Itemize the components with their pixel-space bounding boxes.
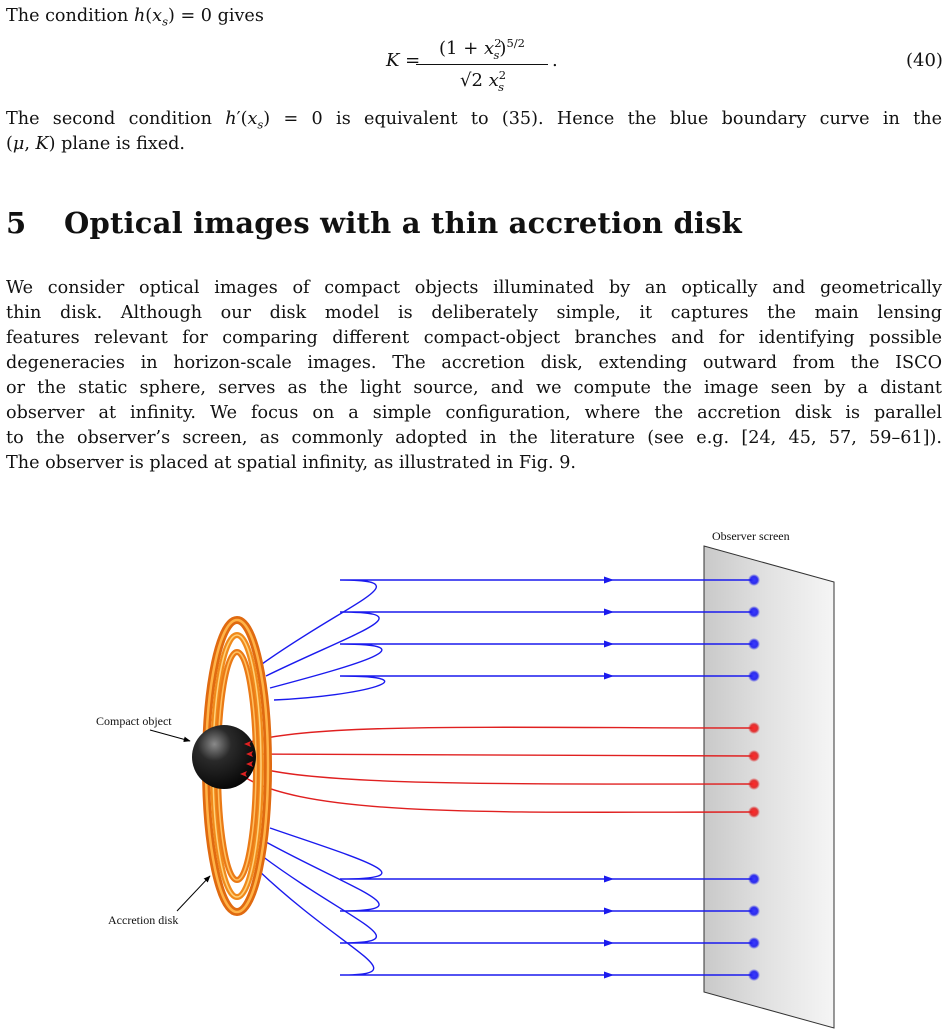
red-light-ray xyxy=(243,726,755,745)
figure-accretion-disk-setup: Observer screen Compact object Accretion… xyxy=(0,516,948,1032)
ray-arrowhead xyxy=(604,608,614,616)
equation-lhs: K = xyxy=(386,50,421,71)
equation-number: (40) xyxy=(906,50,943,71)
pointer-arrow-accretion-disk xyxy=(176,875,211,912)
blue-light-ray xyxy=(261,855,754,944)
red-ray-arrowhead xyxy=(246,761,253,767)
ray-arrowhead xyxy=(604,672,614,680)
inline-math: h′(xs) = 0 xyxy=(225,109,323,132)
body-line: features relevant for comparing differen… xyxy=(6,328,942,348)
text-run: The condition xyxy=(6,6,134,26)
equation-denominator: √2 x2s xyxy=(459,68,507,94)
section-number: 5 xyxy=(6,206,27,240)
text-run: gives xyxy=(212,6,264,26)
image-point-red xyxy=(748,722,760,734)
body-line: The observer is placed at spatial infini… xyxy=(6,453,577,473)
image-point-blue xyxy=(748,670,760,682)
ray-arrowhead xyxy=(604,939,614,947)
figure-canvas xyxy=(149,545,835,1029)
section-title: Optical images with a thin accretion dis… xyxy=(64,206,742,240)
equation-40: K = (1 + x2s)5/2 √2 x2s . (40) xyxy=(0,28,948,98)
text-run: The second condition xyxy=(6,109,226,129)
label-compact-object: Compact object xyxy=(96,714,172,728)
section-heading: 5 Optical images with a thin accretion di… xyxy=(6,206,742,240)
blue-light-ray xyxy=(269,827,754,880)
body-line: degeneracies in horizon-scale images. Th… xyxy=(6,353,942,373)
blue-light-ray xyxy=(265,841,754,912)
text-run: plane is fixed. xyxy=(55,134,186,154)
observer-screen xyxy=(703,545,835,1029)
text-run: is equivalent to (35). Hence the blue bo… xyxy=(322,109,942,129)
image-point-blue xyxy=(748,606,760,618)
red-ray-arrowhead xyxy=(244,741,251,747)
inline-math: h(xs) = 0 xyxy=(133,6,212,29)
image-point-blue xyxy=(748,905,760,917)
body-line: to the observer’s screen, as commonly ad… xyxy=(6,428,942,448)
fraction-bar xyxy=(416,64,548,65)
red-light-ray xyxy=(245,763,755,785)
body-line: thin disk. Although our disk model is de… xyxy=(6,303,942,323)
red-light-ray xyxy=(245,753,755,757)
paragraph-second-condition: The second condition h′(xs) = 0 is equiv… xyxy=(6,107,942,157)
blue-light-ray xyxy=(269,643,754,689)
image-point-red xyxy=(748,806,760,818)
compact-object-sphere xyxy=(192,725,256,789)
body-line: observer at infinity. We focus on a simp… xyxy=(6,403,942,423)
blue-light-ray xyxy=(265,611,754,677)
label-observer-screen: Observer screen xyxy=(712,529,790,543)
red-ray-arrowhead xyxy=(240,771,247,777)
blue-light-ray xyxy=(261,579,754,665)
image-point-blue xyxy=(748,873,760,885)
pointer-arrow-compact-object xyxy=(149,729,191,743)
red-ray-arrowhead xyxy=(246,751,253,757)
image-point-blue xyxy=(748,574,760,586)
red-ray-endings xyxy=(240,741,253,777)
image-point-blue xyxy=(748,638,760,650)
equation-period: . xyxy=(552,50,558,71)
body-line: or the static sphere, serves as the ligh… xyxy=(6,378,942,398)
ray-arrowhead xyxy=(604,640,614,648)
paragraph-body: We consider optical images of compact ob… xyxy=(6,276,942,476)
image-point-red xyxy=(748,750,760,762)
image-point-blue xyxy=(748,969,760,981)
equation-numerator: (1 + x2s)5/2 xyxy=(439,36,525,62)
blue-light-ray xyxy=(273,675,754,701)
blue-light-ray xyxy=(257,869,754,976)
ray-arrowhead xyxy=(604,875,614,883)
equation-fraction: (1 + x2s)5/2 √2 x2s xyxy=(414,36,550,93)
ray-arrowhead xyxy=(604,576,614,584)
ray-arrowhead xyxy=(604,907,614,915)
body-line: We consider optical images of compact ob… xyxy=(6,278,942,298)
inline-math: (μ, K) xyxy=(6,134,56,154)
image-point-blue xyxy=(748,937,760,949)
light-rays xyxy=(239,574,760,981)
red-light-ray xyxy=(239,773,755,813)
ray-arrowhead xyxy=(604,971,614,979)
label-accretion-disk: Accretion disk xyxy=(108,913,179,927)
image-point-red xyxy=(748,778,760,790)
paragraph-condition: The condition h(xs) = 0 gives xyxy=(6,4,942,29)
